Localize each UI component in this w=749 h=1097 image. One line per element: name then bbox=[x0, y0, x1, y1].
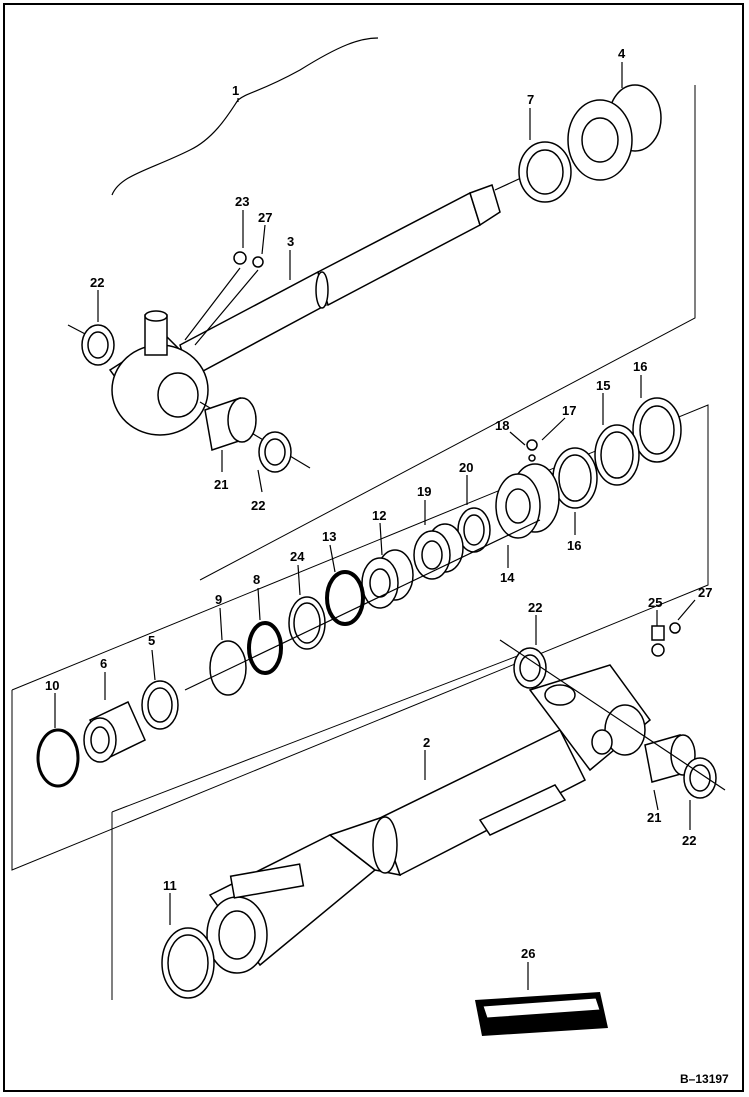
callout-16-top: 16 bbox=[633, 359, 647, 374]
callout-1: 1 bbox=[232, 83, 239, 98]
barrel-clevis bbox=[528, 664, 652, 772]
centerline-lower bbox=[499, 639, 726, 791]
centerline-middle bbox=[184, 519, 541, 691]
panel-rod-assembly bbox=[199, 85, 696, 581]
callout-7: 7 bbox=[527, 92, 534, 107]
ring-8 bbox=[247, 621, 283, 675]
callout-25: 25 bbox=[648, 595, 662, 610]
callout-4: 4 bbox=[618, 46, 626, 61]
piston-rod bbox=[179, 159, 561, 380]
bushing-6 bbox=[83, 700, 146, 763]
piston-14 bbox=[495, 463, 560, 539]
callout-3: 3 bbox=[287, 234, 294, 249]
callout-21-lower: 21 bbox=[647, 810, 661, 825]
panel-barrel bbox=[111, 654, 521, 1000]
seal-22-upper-left bbox=[81, 324, 115, 366]
seal-16-top bbox=[632, 397, 682, 463]
callout-27-upper: 27 bbox=[258, 210, 272, 225]
callout-23: 23 bbox=[235, 194, 249, 209]
callout-22-lower-top: 22 bbox=[528, 600, 542, 615]
callout-22-lower-right: 22 bbox=[682, 833, 696, 848]
seal-5 bbox=[141, 680, 179, 730]
callout-20: 20 bbox=[459, 460, 473, 475]
callout-16-bottom: 16 bbox=[567, 538, 581, 553]
callout-26: 26 bbox=[521, 946, 535, 961]
bushing-12 bbox=[361, 549, 414, 609]
callout-18: 18 bbox=[495, 418, 509, 433]
callout-6: 6 bbox=[100, 656, 107, 671]
seal-22-upper-right bbox=[258, 431, 292, 473]
setscrew-17 bbox=[526, 439, 538, 462]
ring-13 bbox=[325, 570, 365, 626]
seal-16-bottom bbox=[552, 447, 598, 509]
leader-lines bbox=[54, 62, 696, 990]
gland-nut bbox=[567, 84, 662, 181]
seal-22-lower-top bbox=[513, 647, 547, 689]
callout-22-upper-left: 22 bbox=[90, 275, 104, 290]
callout-17: 17 bbox=[562, 403, 576, 418]
ring-11 bbox=[161, 927, 215, 999]
assembly-brace bbox=[111, 37, 379, 196]
ring-9 bbox=[209, 640, 247, 696]
callout-22-upper-right: 22 bbox=[251, 498, 265, 513]
seal-20 bbox=[457, 507, 491, 553]
callout-11: 11 bbox=[163, 878, 177, 893]
bushing-19 bbox=[413, 523, 464, 580]
callout-24: 24 bbox=[290, 549, 305, 564]
drawing-reference: B–13197 bbox=[680, 1072, 729, 1086]
callout-2: 2 bbox=[423, 735, 430, 750]
callout-21-upper: 21 bbox=[214, 477, 228, 492]
seal-15 bbox=[594, 424, 640, 486]
seal-22-lower-right bbox=[683, 757, 717, 799]
seal-kit-26 bbox=[475, 992, 608, 1036]
callout-27-lower: 27 bbox=[698, 585, 712, 600]
callout-13: 13 bbox=[322, 529, 336, 544]
callout-5: 5 bbox=[148, 633, 155, 648]
panel-seals bbox=[11, 404, 709, 871]
grease-fitting-upper bbox=[184, 251, 264, 346]
bushing-21-upper bbox=[204, 397, 257, 451]
seal-24 bbox=[288, 596, 326, 650]
callout-19: 19 bbox=[417, 484, 431, 499]
callout-14: 14 bbox=[500, 570, 515, 585]
callout-15: 15 bbox=[596, 378, 610, 393]
callout-9: 9 bbox=[215, 592, 222, 607]
callout-8: 8 bbox=[253, 572, 260, 587]
diagram-frame bbox=[3, 3, 744, 1092]
callout-10: 10 bbox=[45, 678, 59, 693]
rod-eye bbox=[67, 310, 311, 469]
ring-10 bbox=[36, 728, 80, 788]
grease-fitting-lower bbox=[651, 622, 681, 657]
callout-12: 12 bbox=[372, 508, 386, 523]
seal-7 bbox=[518, 141, 572, 203]
barrel bbox=[206, 728, 587, 974]
